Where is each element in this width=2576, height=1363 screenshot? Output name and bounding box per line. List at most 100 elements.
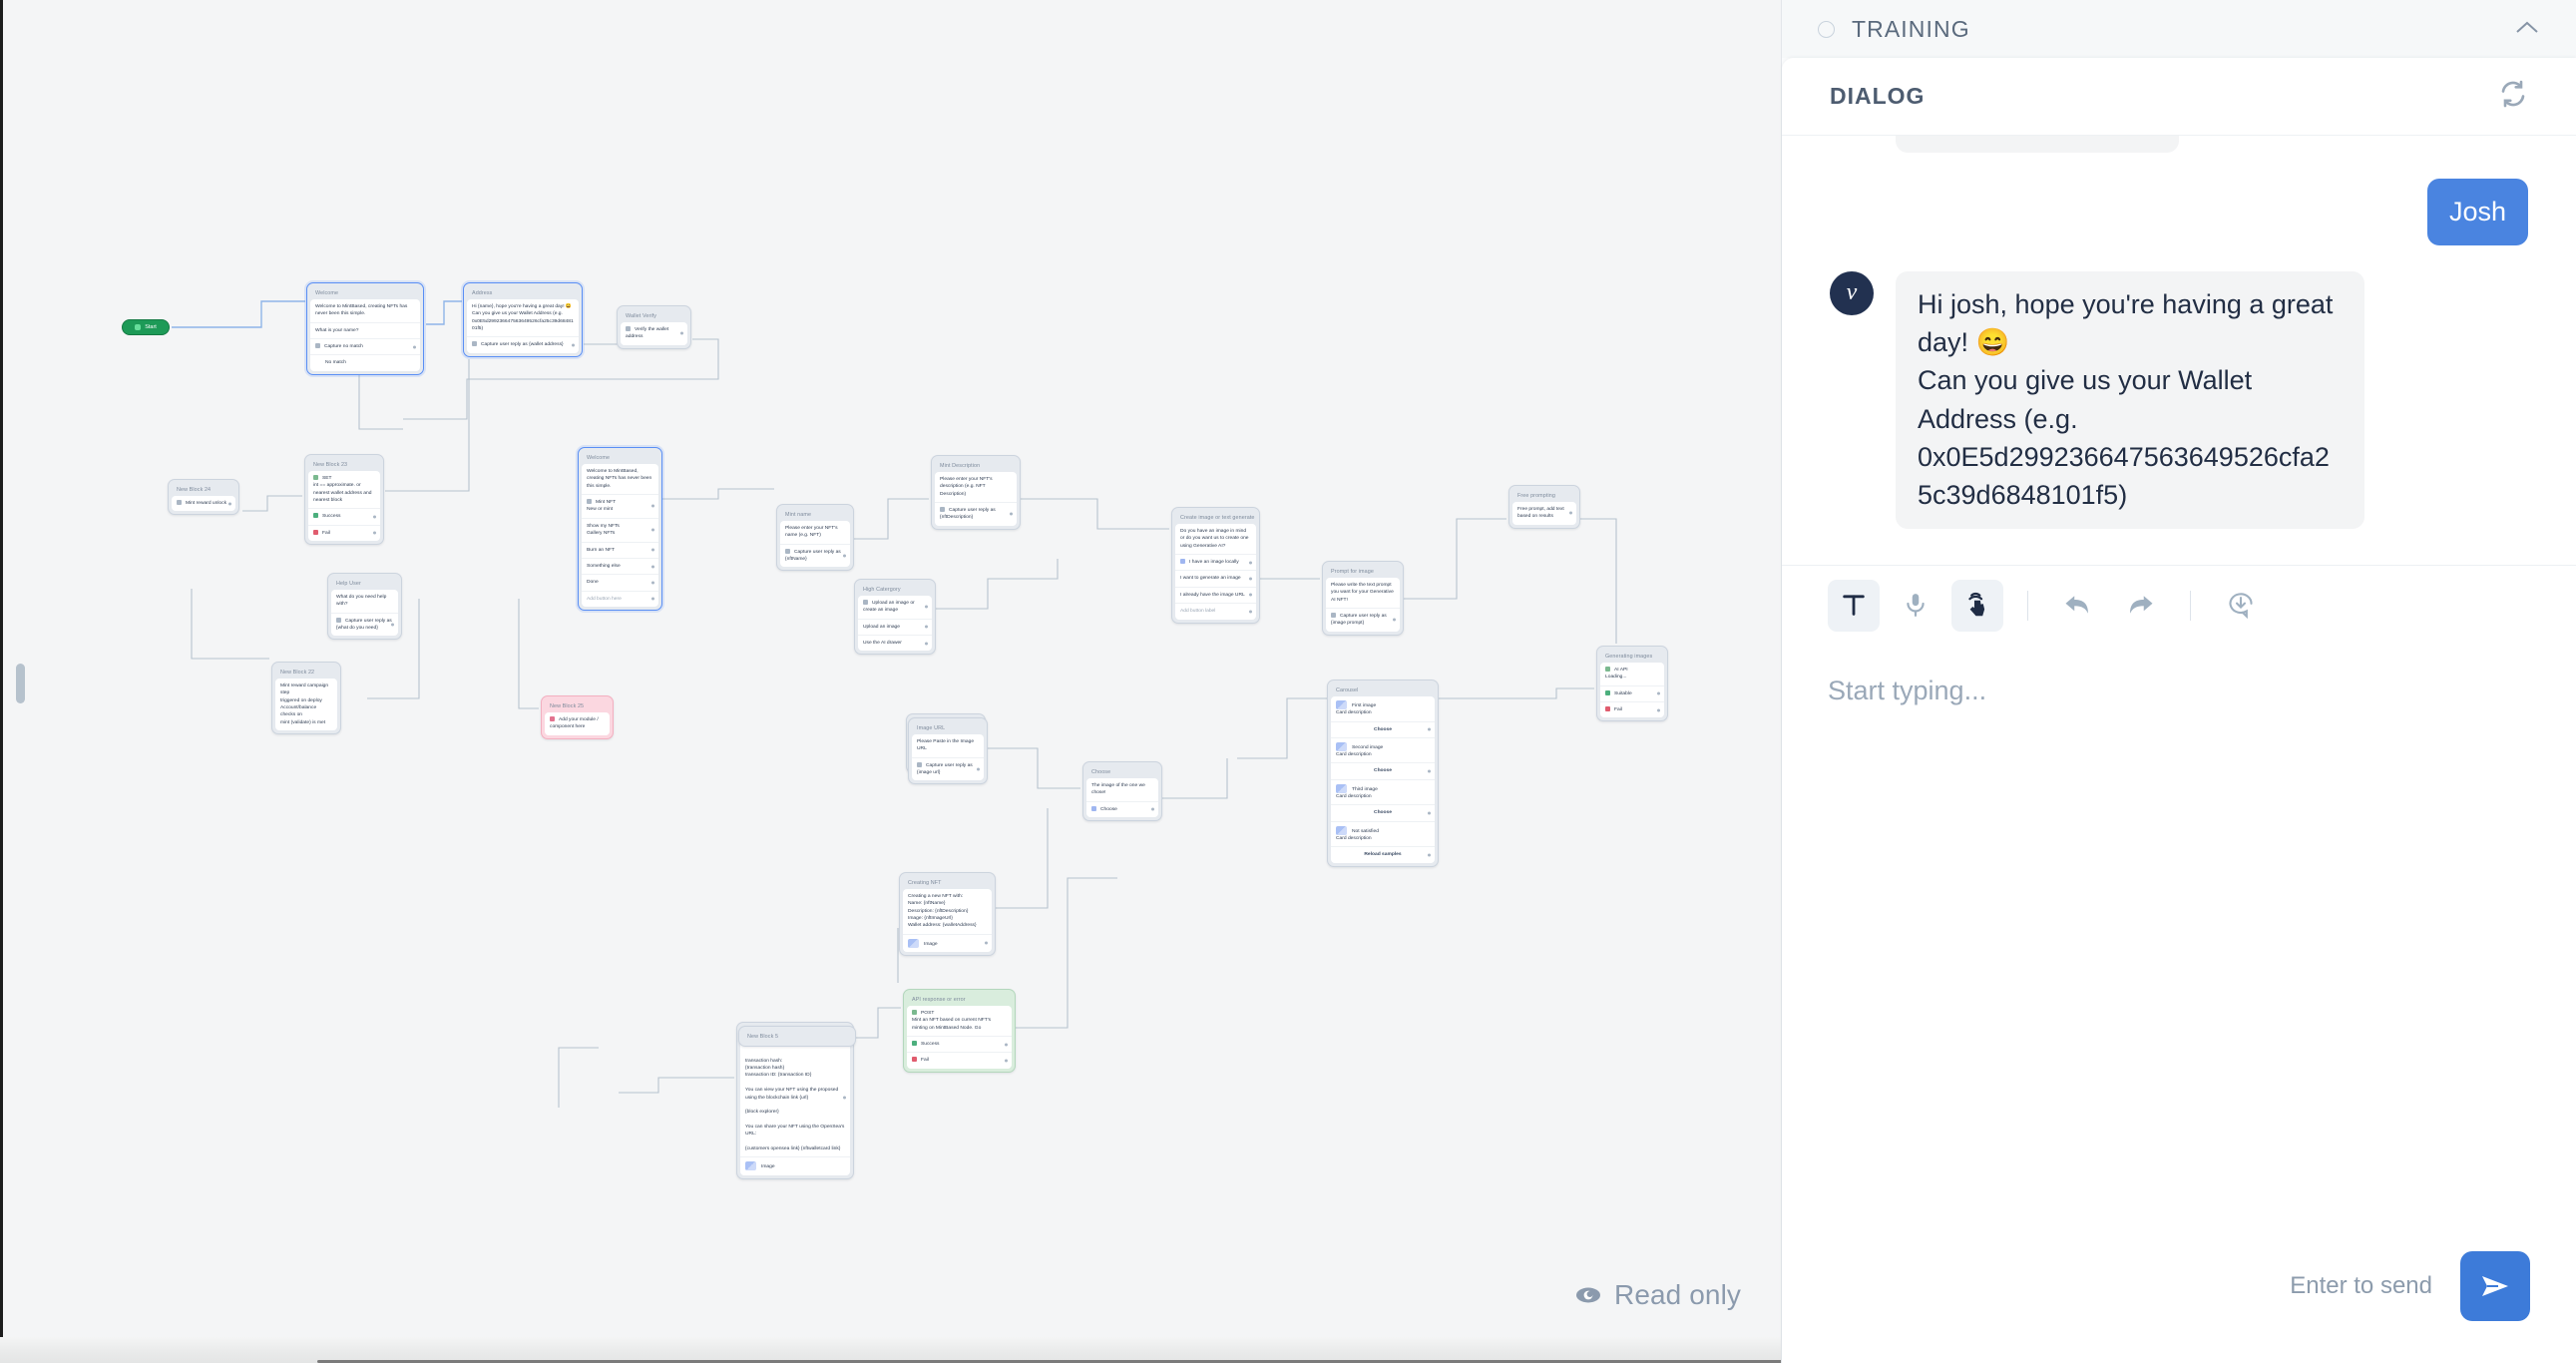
flow-node-row[interactable]: Mint NFT New or mint [582,495,658,519]
flow-node-row[interactable]: Fail [1600,702,1664,717]
flow-node-row[interactable]: Free prompt, add text based on results [1512,502,1576,525]
flow-node-row[interactable]: I want to generate an image [1175,571,1256,588]
node-port-dot[interactable] [1249,561,1252,565]
flow-node-row[interactable]: Fail [907,1053,1012,1068]
node-port-dot[interactable] [985,941,988,945]
flow-node-row[interactable]: Show my NFTs Gallery NFTs [582,519,658,543]
flow-node-row[interactable]: Verify the wallet address [621,322,687,345]
node-port-dot[interactable] [1428,769,1431,773]
node-port-dot[interactable] [413,345,416,349]
message-input[interactable]: Start typing... [1828,676,1987,705]
node-port-dot[interactable] [1249,610,1252,614]
send-button[interactable] [2460,1251,2530,1321]
flow-node-row[interactable]: Fail [308,526,380,541]
flow-node-row[interactable]: Add your module / component here [545,712,610,735]
flow-node-row[interactable]: Please enter your NFT's description (e.g… [935,472,1017,504]
flow-node-row[interactable]: Mint reward campaign step triggered on d… [275,679,337,730]
interact-button[interactable] [1951,580,2003,632]
download-button[interactable] [2215,580,2267,632]
node-port-dot[interactable] [843,1096,846,1100]
flow-node-row[interactable]: Creating a new NFT with: Name: {nftName}… [903,889,992,935]
flow-node-row[interactable]: What do you need help with? [331,590,398,614]
flow-node-row[interactable]: Please Paste in the Image URL [912,734,984,758]
flow-node-row[interactable]: No match [310,355,420,370]
node-port-dot[interactable] [1657,691,1660,695]
flow-node-row[interactable]: Upload an image [858,620,932,637]
node-port-dot[interactable] [1428,811,1431,815]
refresh-icon[interactable] [2498,79,2528,114]
node-port-dot[interactable] [925,642,928,646]
flow-node-row[interactable]: Success [308,509,380,526]
node-port-dot[interactable] [1428,727,1431,731]
flow-node-row[interactable]: What is your name? [310,323,420,340]
flow-node-row[interactable]: Choose [1331,722,1435,738]
flow-node-row[interactable]: Not satisfied Card description [1331,822,1435,848]
node-port-dot[interactable] [1151,807,1154,811]
flow-node-row[interactable]: Upload an image or create an image [858,596,932,620]
canvas-drag-handle[interactable] [16,664,25,703]
node-port-dot[interactable] [228,502,231,506]
flow-node-row[interactable]: Capture user reply as {nftName} [780,545,850,568]
node-port-dot[interactable] [373,531,376,535]
node-port-dot[interactable] [651,597,654,601]
flow-node-row[interactable]: I already have the image URL [1175,588,1256,605]
node-port-dot[interactable] [1249,577,1252,581]
flow-node-row[interactable]: Add button label [1175,604,1256,619]
node-port-dot[interactable] [651,504,654,508]
node-port-dot[interactable] [373,515,376,519]
flow-node-row[interactable]: Reload samples [1331,847,1435,862]
flow-node-row[interactable]: Third image Card description [1331,780,1435,806]
flow-node-row[interactable]: SET int == approximate. or nearest walle… [308,471,380,510]
text-mode-button[interactable] [1828,580,1880,632]
flow-node-row[interactable]: The image of the one we chose! [1086,778,1158,802]
start-node[interactable]: Start [122,319,170,335]
flow-node-row[interactable]: Capture user reply as {image prompt} [1326,609,1400,632]
flow-node-bottom-big[interactable]: New Block 5 [738,1026,856,1047]
flow-node-row[interactable]: Image [740,1157,850,1174]
flow-node-row[interactable]: Hi {name}, hope you're having a great da… [467,299,579,338]
flow-node-row[interactable]: Capture user reply as {image url} [912,758,984,781]
node-port-dot[interactable] [572,343,575,347]
node-port-dot[interactable] [680,331,683,335]
node-port-dot[interactable] [843,554,846,558]
chat-toolbar[interactable] [1782,565,2576,646]
flow-node-row[interactable]: Please write the text prompt you want fo… [1326,578,1400,610]
flow-node-row[interactable]: Capture no match [310,339,420,356]
node-port-dot[interactable] [977,767,980,771]
flow-node-row[interactable]: AI API Loading... [1600,663,1664,686]
flow-node-row[interactable]: Capture user reply as {wallet address} [467,337,579,352]
flow-node-row[interactable]: Second image Card description [1331,738,1435,764]
node-port-dot[interactable] [391,623,394,627]
flow-node-row[interactable]: Choose [1331,763,1435,780]
flow-node-row[interactable]: Choose [1331,805,1435,822]
flow-node-row[interactable]: Burn an NFT [582,543,658,559]
flow-node-row[interactable]: Mint reward unlock [172,496,235,511]
flow-node-row[interactable]: I have an image locally [1175,555,1256,572]
node-port-dot[interactable] [651,548,654,552]
flow-node-row[interactable]: First image Card description [1331,696,1435,722]
flow-node-row[interactable]: Capture user reply as {nftDescription} [935,503,1017,526]
redo-button[interactable] [2114,580,2166,632]
flow-node-row[interactable]: Welcome to MintBased, creating NFTs has … [310,299,420,323]
composer[interactable]: Start typing... Enter to send [1782,646,2576,1363]
flow-node-row[interactable]: Done [582,575,658,592]
flow-node-row[interactable]: Welcome to MintBased, creating NFTs has … [582,464,658,496]
flow-node-row[interactable]: Choose [1086,802,1158,817]
